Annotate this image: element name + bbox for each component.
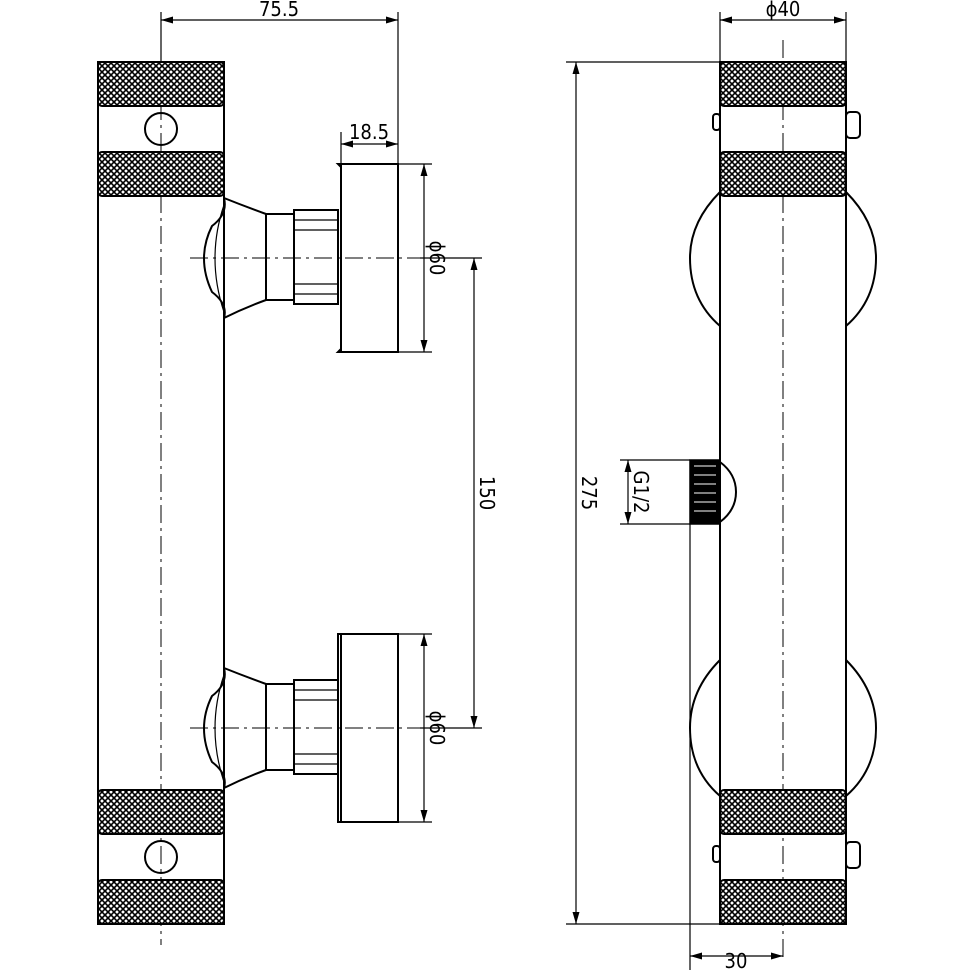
dim-outlet-thread: G1/2 (620, 459, 690, 525)
dim-diameter-40-label: ϕ40 (766, 0, 801, 21)
side-button-bottom (845, 841, 861, 869)
dim-150: 150 (420, 257, 499, 729)
knurl-ring-bottom-2 (97, 879, 225, 925)
side-knurl-ring-1 (719, 61, 847, 107)
wall-disc-bottom (688, 659, 721, 797)
dim-150-label: 150 (475, 476, 499, 510)
front-view: 75.5 18.5 ϕ60 ϕ60 150 (97, 0, 499, 945)
side-knurl-ring-3 (719, 789, 847, 835)
indicator-hole-top (144, 112, 178, 146)
wall-disc-top (688, 191, 721, 327)
outlet-thread (689, 459, 738, 525)
knurl-ring-bottom-1 (97, 789, 225, 835)
side-button-top (845, 111, 861, 139)
dim-diameter-40: ϕ40 (719, 0, 847, 62)
inlet-top (190, 163, 420, 353)
dim-18-5: 18.5 (340, 120, 398, 164)
dim-outlet-thread-label: G1/2 (629, 471, 653, 514)
dim-18-5-label: 18.5 (349, 120, 389, 144)
dim-30: 30 (689, 524, 783, 970)
indicator-hole-bottom (144, 840, 178, 874)
dim-75-5: 75.5 (160, 0, 399, 164)
dim-275: 275 (566, 61, 720, 925)
knurl-ring-top-2 (97, 151, 225, 197)
dim-30-label: 30 (725, 949, 748, 970)
side-view: ϕ40 275 G1/2 30 (566, 0, 878, 970)
dim-275-label: 275 (577, 476, 601, 510)
side-knurl-ring-2 (719, 151, 847, 197)
dim-75-5-label: 75.5 (259, 0, 299, 21)
side-knurl-ring-4 (719, 879, 847, 925)
knurl-ring-top-1 (97, 61, 225, 107)
